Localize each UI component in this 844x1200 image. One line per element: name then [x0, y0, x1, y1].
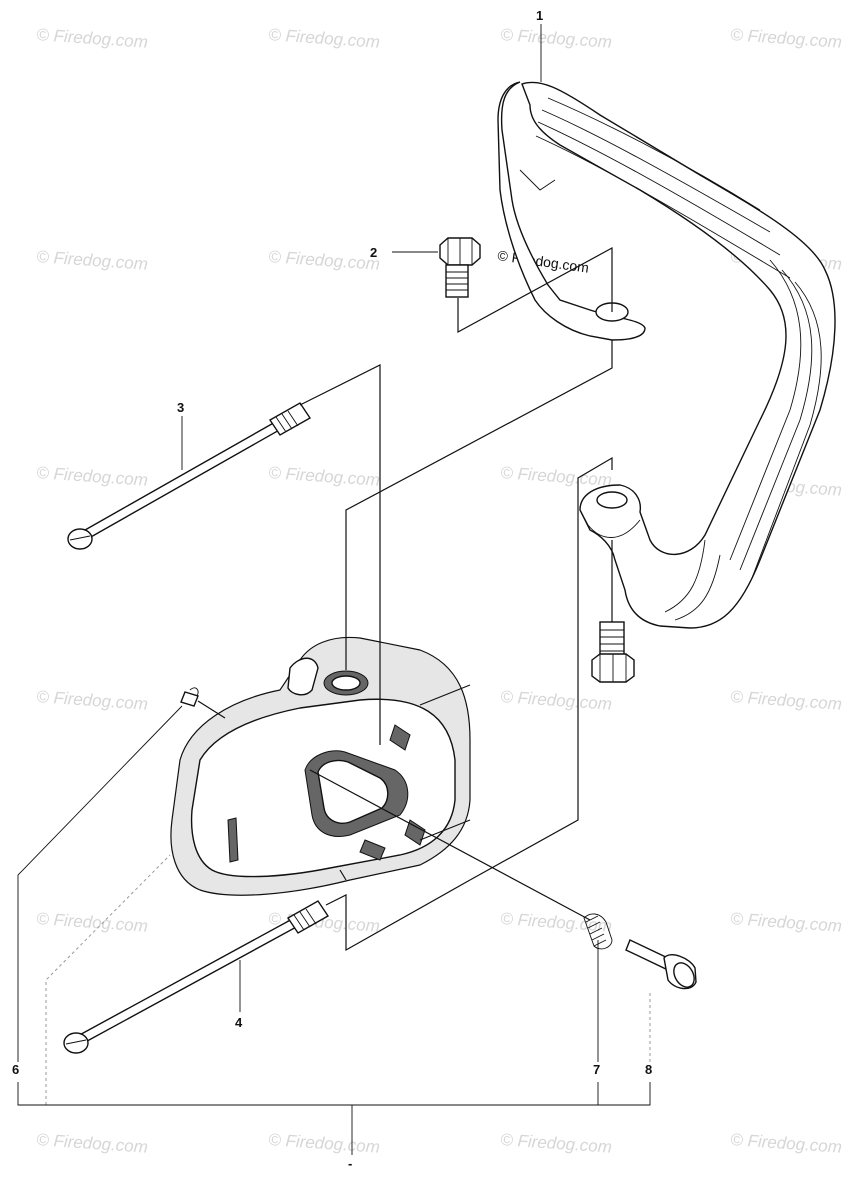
clip [180, 687, 199, 707]
watermark: © Firedog.com [500, 25, 613, 52]
watermark: © Firedog.com [730, 25, 843, 52]
watermark: © Firedog.com [36, 1130, 149, 1157]
watermark: © Firedog.com [730, 909, 843, 936]
watermark: © Firedog.com [36, 25, 149, 52]
bolt-lower [591, 621, 635, 683]
watermark: © Firedog.com [268, 463, 381, 490]
long-screw-lower [63, 900, 329, 1054]
watermark: © Firedog.com [36, 909, 149, 936]
watermark: © Firedog.com [268, 1130, 381, 1157]
callout-1: 1 [536, 8, 543, 23]
watermark: © Firedog.com [36, 463, 149, 490]
leader-lines [17, 24, 651, 1155]
watermark: © Firedog.com [36, 247, 149, 274]
callout-2: 2 [370, 245, 377, 260]
watermark: © Firedog.com [268, 247, 381, 274]
callout-group: - [348, 1156, 352, 1171]
watermark: © Firedog.com [730, 687, 843, 714]
watermark: © Firedog.com [268, 25, 381, 52]
callout-8: 8 [645, 1062, 652, 1077]
callout-4: 4 [235, 1015, 243, 1030]
front-handle [497, 81, 836, 629]
watermark: © Firedog.com [36, 687, 149, 714]
callout-6: 6 [12, 1062, 19, 1077]
watermark: © Firedog.com [730, 1130, 843, 1157]
handle-guard-housing [170, 636, 471, 896]
assembly-lines [197, 246, 613, 952]
watermark: © Firedog.com [500, 909, 613, 936]
plunger [625, 939, 697, 990]
bolt-upper [439, 237, 481, 298]
callout-7: 7 [593, 1062, 600, 1077]
long-screw-upper [67, 402, 311, 550]
watermark: © Firedog.com [500, 1130, 613, 1157]
callouts: 1 2 3 4 6 7 8 - [12, 8, 652, 1171]
copyright-notice: © Firedog.com [497, 247, 590, 276]
watermark: © Firedog.com [500, 687, 613, 714]
callout-3: 3 [177, 400, 184, 415]
